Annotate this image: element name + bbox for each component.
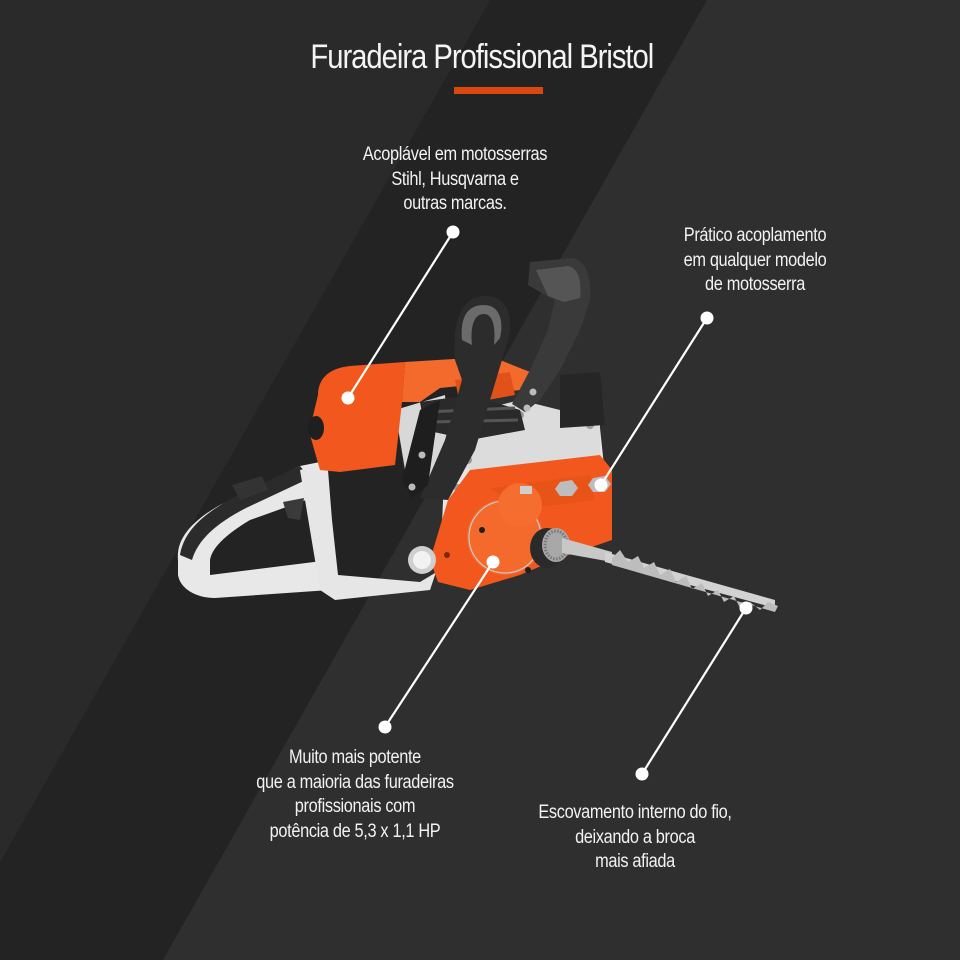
callout-line: de motosserra [705, 274, 805, 295]
callout-line: Escovamento interno do fio, [538, 802, 732, 823]
page-title: Furadeira Profissional Bristol [310, 38, 654, 76]
front-handle-bar [402, 296, 511, 500]
callout-line: que a maioria das furadeiras [256, 771, 454, 793]
callout-line: profissionais com [294, 796, 416, 817]
callout-line: Muito mais potente [289, 747, 421, 768]
drill-chuck-and-bit [530, 528, 778, 612]
callout-compatible-brands: Acoplável em motosserras Stihl, Husqvarn… [330, 143, 580, 217]
callout-sharpening: Escovamento interno do fio, deixando a b… [490, 801, 780, 875]
title-underline [454, 87, 543, 94]
callout-line: Stihl, Husqvarna e [391, 168, 519, 190]
callout-easy-coupling: Prático acoplamento em qualquer modelo d… [640, 224, 870, 298]
callout-line: Prático acoplamento [683, 225, 827, 246]
callout-line: outras marcas. [403, 193, 507, 214]
callout-line: em qualquer modelo [683, 249, 827, 271]
callout-line: mais afiada [595, 851, 675, 872]
rear-handle [177, 462, 330, 598]
callout-line: potência de 5,3 x 1,1 HP [269, 820, 441, 842]
hand-guard [512, 258, 605, 428]
callout-line: deixando a broca [575, 826, 695, 848]
callout-power: Muito mais potente que a maioria das fur… [205, 746, 505, 844]
callout-line: Acoplável em motosserras [362, 144, 548, 165]
